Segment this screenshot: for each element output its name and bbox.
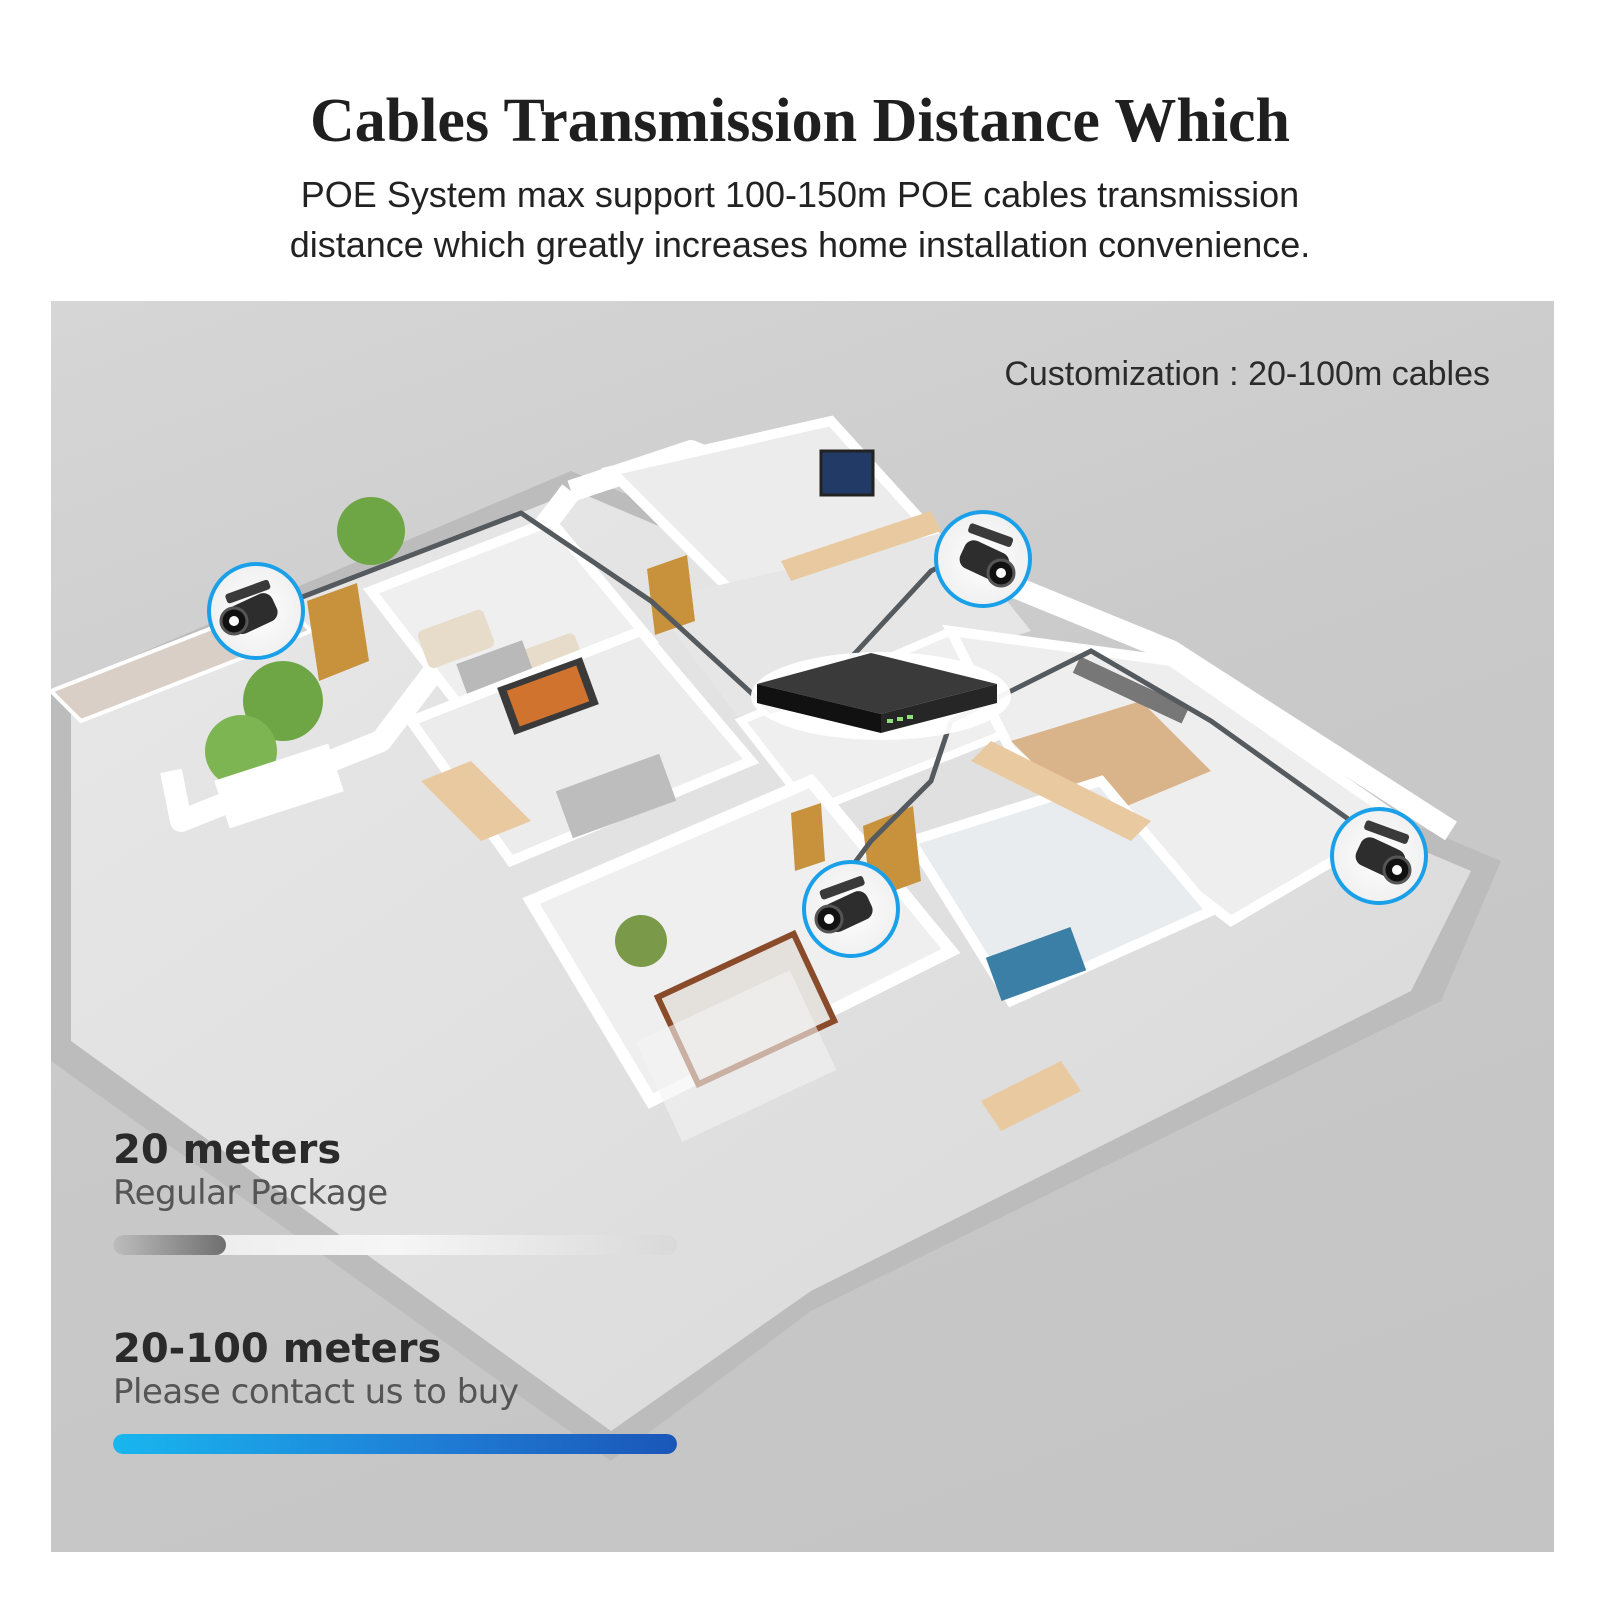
door-3 [791, 803, 825, 871]
kitchen-shelf [1072, 656, 1190, 724]
package-custom-bar [113, 1434, 677, 1454]
package-regular-bar [113, 1235, 677, 1255]
nvr-recorder-icon [757, 653, 997, 733]
corridor [651, 531, 1031, 721]
bullet-camera-icon [207, 562, 305, 660]
package-custom-subtitle: Please contact us to buy [113, 1372, 519, 1412]
page-title: Cables Transmission Distance Which [309, 87, 1291, 155]
rug-master [635, 970, 837, 1142]
page-subtitle: POE System max support 100-150m POE cabl… [0, 170, 1600, 270]
customization-note: Customization : 20-100m cables [1004, 355, 1490, 393]
rug [456, 640, 536, 702]
bathtub [985, 926, 1087, 1002]
package-regular-bar-fill [113, 1235, 226, 1255]
subtitle-line-2: distance which greatly increases home in… [289, 224, 1311, 265]
planter [214, 743, 344, 829]
tv-back [819, 449, 875, 497]
package-custom: 20-100 meters Please contact us to buy [113, 1326, 677, 1454]
sofa [417, 609, 495, 669]
wood-panel-4 [971, 741, 1151, 841]
package-regular-subtitle: Regular Package [113, 1173, 388, 1213]
illustration-panel: Customization : 20-100m cables 20 meters… [51, 301, 1554, 1552]
wood-panel-3 [981, 1061, 1081, 1131]
package-custom-title: 20-100 meters [113, 1326, 442, 1372]
wood-panel-1 [421, 761, 531, 841]
tv-screen [506, 665, 590, 727]
package-regular-title: 20 meters [113, 1127, 342, 1173]
door-2 [647, 555, 695, 635]
bullet-camera-icon [1330, 807, 1428, 905]
subtitle-line-1: POE System max support 100-150m POE cabl… [300, 174, 1300, 215]
bullet-camera-icon [934, 510, 1032, 608]
package-regular: 20 meters Regular Package [113, 1127, 677, 1255]
bullet-camera-icon [802, 860, 900, 958]
plant-2 [243, 661, 323, 741]
bed-1 [555, 753, 677, 839]
plant-1 [337, 497, 405, 565]
floorplan-illustration [51, 415, 1501, 1461]
package-custom-bar-fill [113, 1434, 677, 1454]
plant-4 [615, 915, 667, 967]
wood-panel-2 [781, 511, 941, 581]
cable-run-3 [949, 648, 1353, 824]
door-1 [307, 583, 369, 681]
